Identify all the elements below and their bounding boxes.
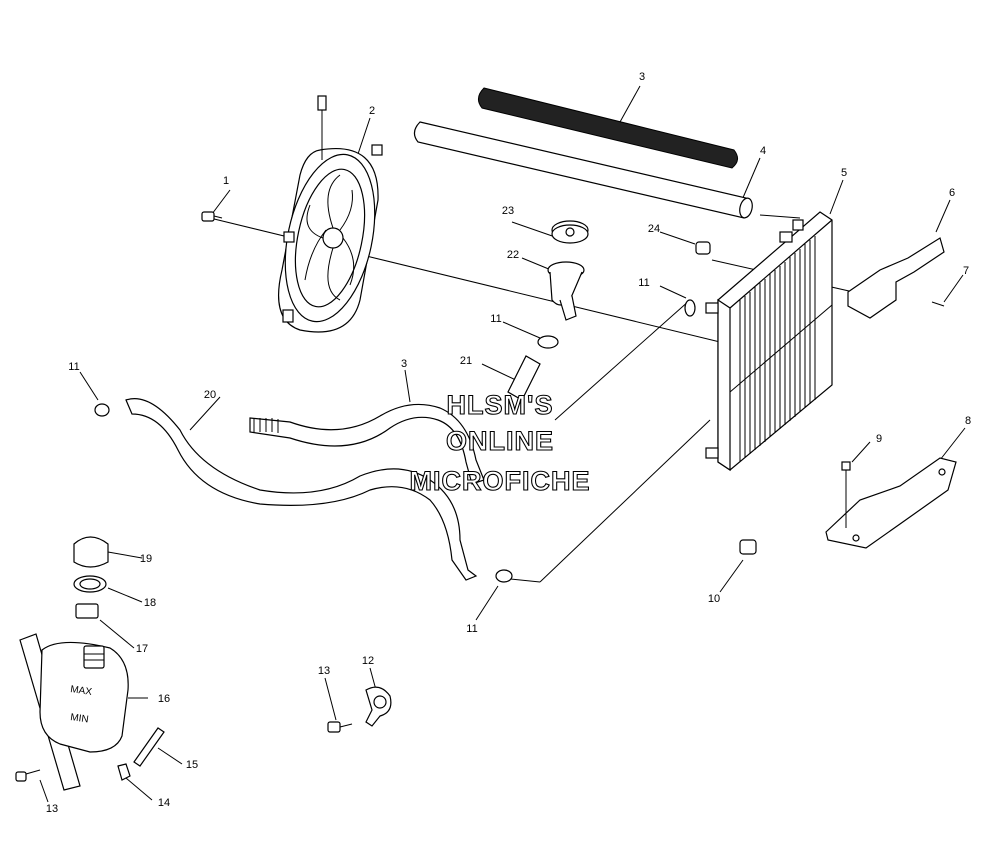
radiator-part-5 bbox=[705, 211, 833, 472]
neck-part-17 bbox=[75, 603, 99, 619]
callout-11-bottom: 11 bbox=[466, 623, 477, 635]
callout-8: 8 bbox=[965, 415, 971, 427]
callout-11-left: 11 bbox=[68, 361, 79, 373]
clamp-part-11-b bbox=[537, 335, 559, 349]
clamp-part-14 bbox=[117, 763, 131, 781]
radiator-cap-part-23 bbox=[551, 220, 589, 244]
leader-lines bbox=[39, 85, 966, 803]
bracket-part-6 bbox=[847, 237, 945, 319]
callout-12: 12 bbox=[362, 655, 374, 667]
callout-3-top: 3 bbox=[639, 71, 645, 83]
screw-part-7 bbox=[931, 301, 945, 307]
callout-22: 22 bbox=[507, 249, 519, 261]
fan-assembly-part-2 bbox=[278, 95, 383, 333]
bolt-part-1 bbox=[201, 211, 223, 222]
gasket-part-18 bbox=[73, 575, 107, 593]
callout-16: 16 bbox=[158, 693, 170, 705]
clamp-part-11-c bbox=[684, 299, 696, 317]
tube-part-21 bbox=[507, 355, 541, 401]
clamp-part-11-d bbox=[495, 569, 513, 583]
callout-15: 15 bbox=[186, 759, 198, 771]
cap-part-19 bbox=[73, 536, 109, 568]
hose-part-3-b bbox=[249, 403, 485, 485]
radiator-core-fins bbox=[739, 236, 816, 462]
grommet-part-10 bbox=[739, 539, 757, 555]
callout-11-center: 11 bbox=[490, 313, 501, 325]
bolt-part-9 bbox=[841, 461, 851, 528]
grommet-part-24 bbox=[695, 241, 711, 255]
callout-6: 6 bbox=[949, 187, 955, 199]
bolt-part-13-b bbox=[15, 769, 41, 782]
filler-neck-part-22 bbox=[547, 261, 585, 321]
callout-21: 21 bbox=[460, 355, 472, 367]
hose-part-15 bbox=[133, 727, 165, 767]
callout-23: 23 bbox=[502, 205, 514, 217]
callout-13-center: 13 bbox=[318, 665, 330, 677]
callout-19: 19 bbox=[140, 553, 152, 565]
clamp-part-11-a bbox=[94, 403, 110, 417]
callout-13-left: 13 bbox=[46, 803, 58, 815]
hose-part-20 bbox=[125, 398, 478, 581]
watermark-line-3: MICROFICHE bbox=[410, 466, 591, 496]
callout-7: 7 bbox=[963, 265, 969, 277]
callout-2: 2 bbox=[369, 105, 375, 117]
callout-18: 18 bbox=[144, 597, 156, 609]
lower-bracket-part-8 bbox=[825, 457, 957, 549]
callouts: 1 2 3 3 4 5 6 7 8 9 10 11 11 11 11 12 13… bbox=[46, 71, 971, 815]
tank-min-label: MIN bbox=[70, 712, 90, 725]
watermark: HLSM'S ONLINE MICROFICHE bbox=[409, 389, 591, 496]
callout-14: 14 bbox=[158, 797, 170, 809]
watermark-line-1: HLSM'S bbox=[447, 390, 554, 420]
callout-3-hose: 3 bbox=[401, 358, 407, 370]
callout-17: 17 bbox=[136, 643, 148, 655]
callout-9: 9 bbox=[876, 433, 882, 445]
sleeve-part-3 bbox=[478, 87, 738, 169]
tube-part-4 bbox=[413, 121, 753, 219]
watermark-line-2: ONLINE bbox=[446, 426, 554, 456]
bolt-part-13-a bbox=[327, 721, 353, 733]
callout-4: 4 bbox=[760, 145, 766, 157]
callout-5: 5 bbox=[841, 167, 847, 179]
recovery-tank-part-16: MAX MIN bbox=[19, 633, 129, 791]
tank-max-label: MAX bbox=[70, 684, 93, 698]
clip-part-12 bbox=[365, 686, 392, 727]
callout-11-right: 11 bbox=[638, 277, 649, 289]
callout-24: 24 bbox=[648, 223, 660, 235]
callout-1: 1 bbox=[223, 175, 229, 187]
callout-10: 10 bbox=[708, 593, 720, 605]
callout-20: 20 bbox=[204, 389, 216, 401]
